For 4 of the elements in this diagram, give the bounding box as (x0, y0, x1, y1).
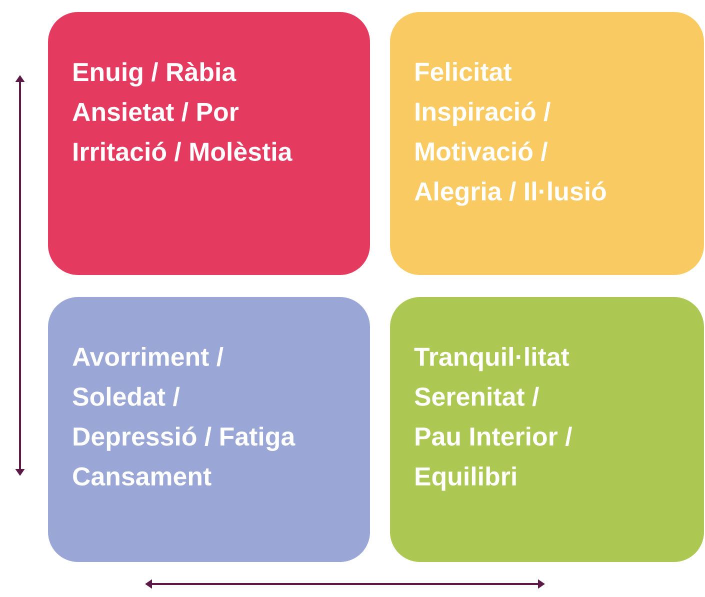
emotion-box: Felicitat Inspiració / Motivació / Alegria / Il·lusió (390, 12, 704, 275)
emotion-box: Tranquil·litat Serenitat / Pau Interior / Equilibri (390, 297, 704, 562)
emotion-box: Avorriment / Soledat / Depressió / Fatiga Cansament (48, 297, 370, 562)
emotion-box: Enuig / Ràbia Ansietat / Por Irritació / Molèstia (48, 12, 370, 275)
